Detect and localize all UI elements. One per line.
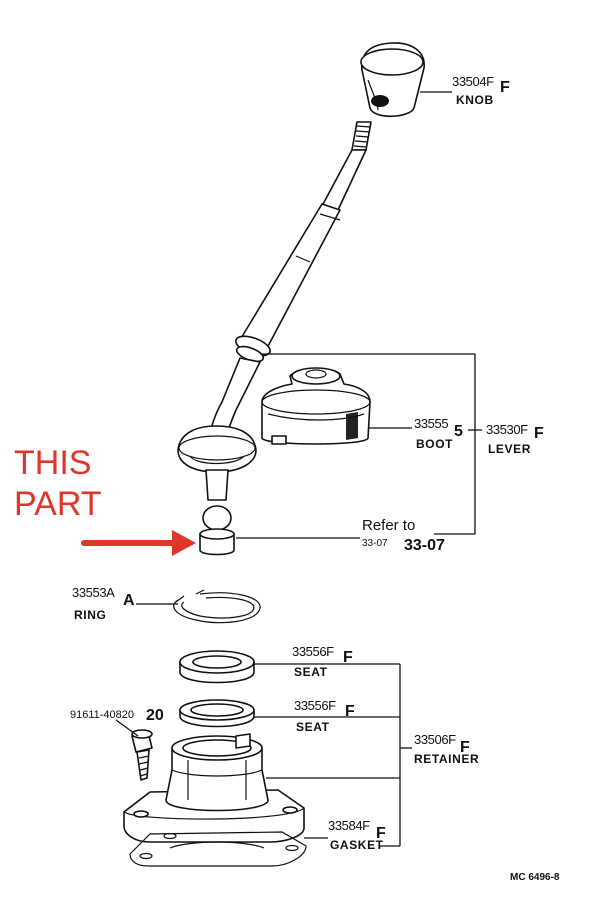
shift-lever — [177, 121, 372, 556]
seat2-part-suffix: F — [345, 703, 355, 720]
bolt-part-number: 91611-40820 — [70, 709, 134, 721]
knob-part-suffix: F — [500, 79, 510, 96]
knob-part-number: 33504F — [452, 74, 494, 89]
shift-knob — [360, 42, 425, 118]
ring-part-number: 33553A — [72, 585, 115, 600]
retainer-bracket — [266, 664, 412, 847]
bolt-leader — [115, 719, 139, 737]
annotation-line-this: THIS — [14, 444, 91, 482]
bolt — [131, 729, 153, 781]
annotation-line-part: PART — [14, 485, 102, 523]
retainer-part-number: 33506F — [414, 732, 456, 747]
lever-part-number: 33530F — [486, 422, 528, 437]
retainer-part-suffix: F — [460, 739, 470, 756]
seat1-part-name: SEAT — [294, 665, 328, 679]
lever-bracket — [262, 353, 482, 535]
bolt-quantity: 20 — [146, 707, 164, 724]
lower-seat — [179, 699, 255, 728]
boot-part-suffix: 5 — [454, 423, 463, 440]
gasket — [129, 831, 307, 867]
seat1-part-suffix: F — [343, 649, 353, 666]
red-arrow-icon — [81, 530, 196, 556]
refer-big-code: 33-07 — [404, 537, 445, 554]
shift-boot — [261, 367, 371, 445]
diagram-code: MC 6496-8 — [510, 872, 560, 883]
gasket-part-number: 33584F — [328, 818, 370, 833]
boot-part-name: BOOT — [416, 437, 453, 451]
retainer — [123, 733, 305, 843]
knob-part-name: KNOB — [456, 93, 494, 107]
ring-part-suffix: A — [123, 592, 135, 609]
gasket-part-suffix: F — [376, 825, 386, 842]
boot-part-number: 33555 — [414, 416, 448, 431]
seat2-part-name: SEAT — [296, 720, 330, 734]
upper-seat — [179, 650, 255, 684]
refer-text: Refer to — [362, 517, 415, 534]
lever-part-suffix: F — [534, 425, 544, 442]
snap-ring — [173, 589, 261, 624]
seat1-part-number: 33556F — [292, 644, 334, 659]
lever-part-name: LEVER — [488, 442, 531, 456]
gasket-part-name: GASKET — [330, 838, 384, 852]
refer-small-code: 33-07 — [362, 538, 388, 549]
retainer-part-name: RETAINER — [414, 752, 479, 766]
seat2-part-number: 33556F — [294, 698, 336, 713]
ring-part-name: RING — [74, 608, 106, 622]
